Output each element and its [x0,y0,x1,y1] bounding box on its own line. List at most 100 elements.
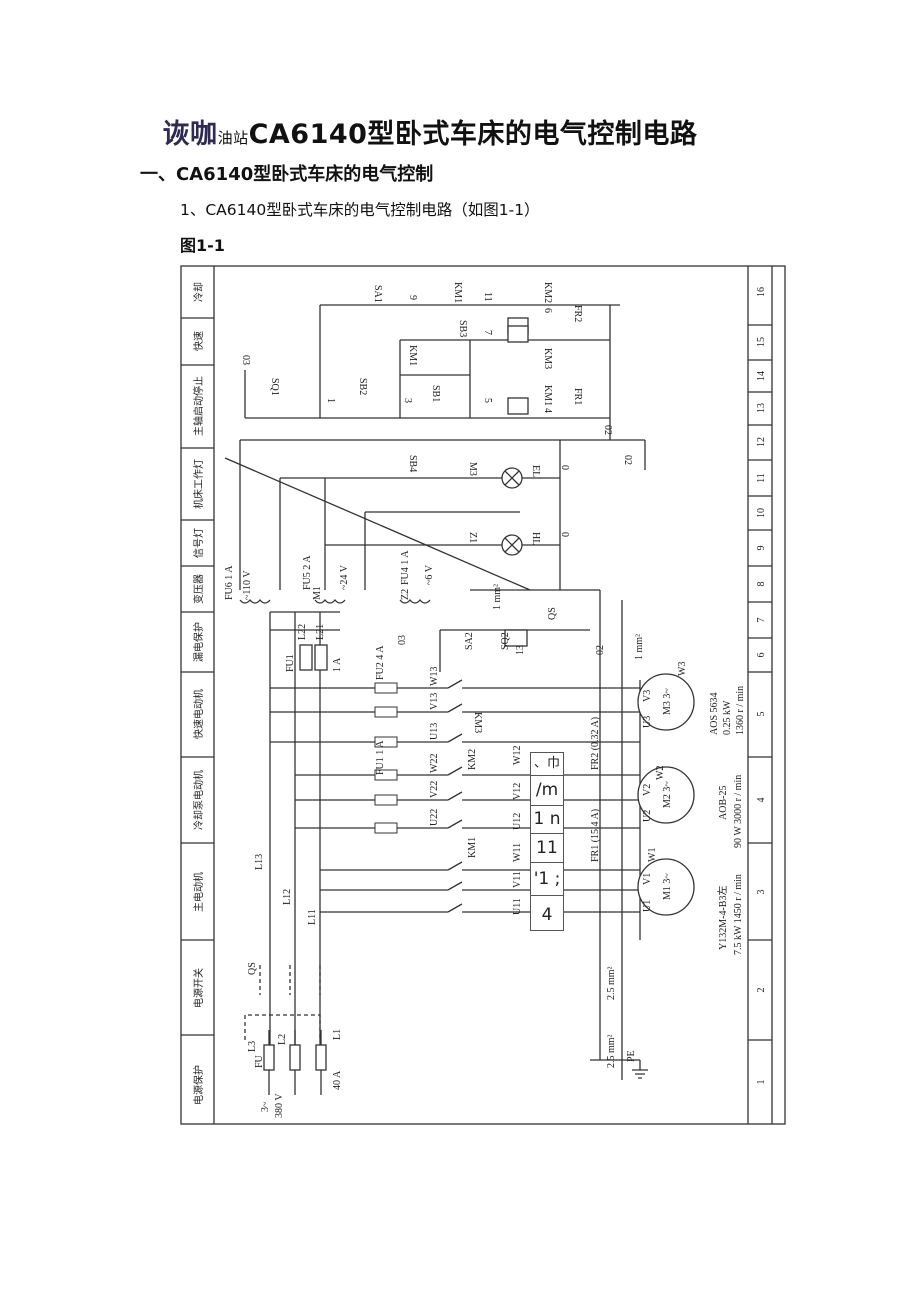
section-label: 漏电保护 [192,622,205,662]
title-part-1: 诙咖 [162,119,218,150]
label: 02 [622,455,633,465]
control-circuit-wiring [224,304,646,1060]
label: V12 [512,783,523,800]
label: V22 [429,781,440,798]
diagram-frame [180,265,786,1125]
label: FR2 (0.32 A) [590,717,601,770]
label: L3 [247,1041,258,1052]
column-number: 16 [756,287,767,297]
diagram-labels: SA1 9 KM1 11 KM2 FR2 6 SB3 7 KM1 KM3 03 … [224,282,746,1118]
label: W1 [647,848,658,862]
label: V13 [429,693,440,710]
label: 1 A [332,657,343,672]
label: QS [547,607,558,620]
overlay-cell: 、巾 [530,752,564,776]
section-dividers [181,317,214,1036]
label: U3 [642,716,653,728]
label: Z2 [400,589,411,600]
overlay-cell: 4 [530,895,564,931]
label: 3 [402,398,413,403]
section-label: 主电动机 [192,872,205,912]
section-label: 机床工作灯 [192,459,205,509]
label: Z1 [467,532,478,543]
column-number: 14 [756,371,767,381]
section-label: 冷却 [192,282,205,302]
label: KM3 [542,348,553,369]
label: ~6 V [424,564,435,585]
section-label: 快速电动机 [192,689,205,739]
label: 13 [515,645,526,655]
label: U11 [512,898,523,915]
label: FU [254,1054,265,1068]
page-title: 诙咖油站CA6140型卧式车床的电气控制电路 [0,112,860,151]
label: PE [626,1050,637,1062]
label: 1 mm² [634,634,645,660]
label: FU5 2 A [302,555,313,590]
label: SA2 [464,632,475,650]
column-number: 7 [756,618,767,623]
motor-m1-icon [637,858,695,916]
overlay-cell: /m [530,775,564,806]
label: V1 [642,873,653,885]
column-number: 5 [756,712,767,717]
label: HL [530,532,541,545]
label: M1 3~ [662,873,673,900]
label: 2.5 mm² [606,966,617,1000]
column-number: 3 [756,890,767,895]
section-label: 冷却泵电动机 [192,770,205,830]
section-label: 变压器 [192,574,205,604]
label: 90 W 3000 r / min [733,775,744,848]
label: SB1 [430,385,441,402]
label: FR1 [572,388,583,405]
label: 5 [482,398,493,403]
label: L1 [332,1029,343,1040]
overlay-cell: '1 ; [530,862,564,896]
column-number: 13 [756,403,767,413]
label: 7 [482,330,493,335]
label: SB4 [407,455,418,472]
power-circuit-wiring [244,600,648,1095]
label: 2.5 mm² [606,1034,617,1068]
label: FU1 [285,654,296,672]
section-label: 信号灯 [193,528,205,558]
column-number: 15 [756,337,767,347]
motor-m2-icon [637,766,695,824]
label: 02 [602,425,613,435]
label: 9 [407,295,418,300]
label: QS [247,962,258,975]
label: KM3 [472,712,483,733]
label: 380 V [274,1093,285,1118]
label: L11 [307,909,318,925]
label: KM1 [452,282,463,303]
label: FU6 1 A [224,565,235,600]
overlay-cell: 11 [530,833,564,863]
column-number: 10 [756,508,767,518]
overlay-cell: 1 n [530,805,564,834]
label: AOS 5634 [709,692,720,735]
label: 02 [595,645,606,655]
label: U12 [512,813,523,830]
section-label: 主轴启动停止 [192,376,205,436]
figure-label: 图1-1 [180,236,225,255]
label: M3 [467,462,478,476]
label: 3~ [260,1101,271,1112]
label: U2 [642,810,653,822]
label: W2 [655,766,666,780]
column-number: 2 [756,988,767,993]
label: W22 [429,754,440,773]
label: M1 [312,586,323,600]
label: M2 3~ [662,781,673,808]
label: KM2 [467,749,478,770]
label: 0 [559,465,570,470]
label: W11 [512,843,523,862]
label: L12 [282,889,293,905]
label: 0 [559,532,570,537]
label: V11 [512,871,523,888]
label: W12 [512,746,523,765]
label: SB3 [457,320,468,337]
label: 0.25 kW [722,700,733,735]
label: L21 [315,624,326,640]
label: V3 [642,690,653,702]
label: 7.5 kW 1450 r / min [733,874,744,955]
